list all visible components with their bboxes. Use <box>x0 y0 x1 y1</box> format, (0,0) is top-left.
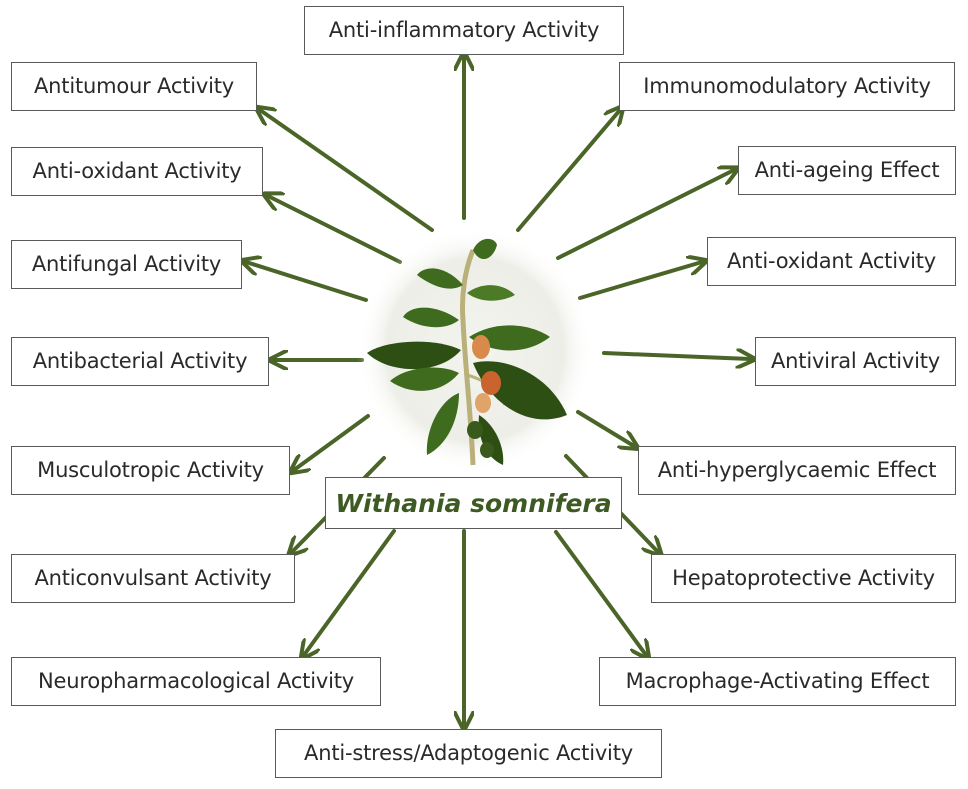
arrow-to-anti-hyperglycaemic <box>576 410 634 446</box>
leaf <box>467 285 515 301</box>
node-antifungal: Antifungal Activity <box>11 240 242 289</box>
node-immunomodulatory: Immunomodulatory Activity <box>619 62 955 111</box>
node-antiviral: Antiviral Activity <box>755 337 956 386</box>
node-hepatoprotective: Hepatoprotective Activity <box>651 554 956 603</box>
node-antibacterial: Antibacterial Activity <box>11 337 269 386</box>
withania-plant-illustration <box>357 228 593 472</box>
node-anti-oxidant-left: Anti-oxidant Activity <box>11 147 263 196</box>
node-anticonvulsant: Anticonvulsant Activity <box>11 554 295 603</box>
node-antitumour: Antitumour Activity <box>11 62 257 111</box>
node-anti-inflammatory: Anti-inflammatory Activity <box>304 6 624 55</box>
arrow-to-macrophage-activating <box>554 530 646 655</box>
leaf <box>390 367 459 391</box>
node-musculotropic: Musculotropic Activity <box>11 446 290 495</box>
node-anti-ageing: Anti-ageing Effect <box>738 146 956 195</box>
arrow-to-musculotropic <box>294 414 370 470</box>
node-anti-hyperglycaemic: Anti-hyperglycaemic Effect <box>638 446 956 495</box>
arrow-to-antitumour <box>260 110 434 232</box>
arrow-to-anti-ageing <box>556 170 734 260</box>
node-neuropharmacological: Neuropharmacological Activity <box>11 657 381 706</box>
leaf <box>478 415 504 465</box>
flower <box>472 335 490 359</box>
arrow-to-immunomodulatory <box>516 110 620 232</box>
arrow-to-anti-oxidant-left <box>268 196 402 264</box>
arrow-to-antifungal <box>246 262 368 302</box>
fruit <box>480 442 494 458</box>
leaf <box>403 307 459 328</box>
node-macrophage-activating: Macrophage-Activating Effect <box>599 657 956 706</box>
leaf <box>367 341 461 370</box>
node-anti-oxidant-right: Anti-oxidant Activity <box>707 237 956 286</box>
leaf <box>473 238 497 260</box>
flower <box>481 371 501 395</box>
arrow-to-anti-oxidant-right <box>578 262 702 300</box>
fruit <box>467 421 483 439</box>
leaf <box>426 393 459 455</box>
node-anti-stress-adaptogenic: Anti-stress/Adaptogenic Activity <box>275 729 662 778</box>
arrow-to-antiviral <box>602 353 750 359</box>
leaf <box>417 268 463 289</box>
arrow-to-neuropharmacological <box>304 529 396 655</box>
flower <box>475 393 491 413</box>
center-label: Withania somnifera <box>325 477 622 529</box>
